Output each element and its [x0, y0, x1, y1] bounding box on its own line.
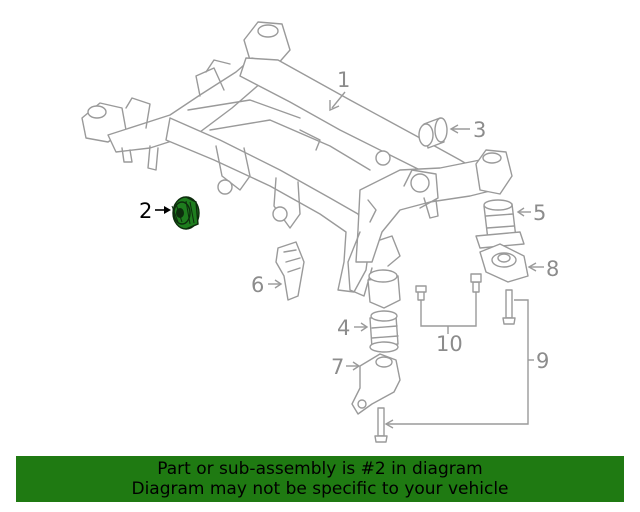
- callout-10: 10: [436, 332, 463, 356]
- info-banner: Part or sub-assembly is #2 in diagram Di…: [16, 456, 624, 502]
- callout-2: 2: [139, 199, 152, 223]
- parts-diagram: 1 2 3 4 5: [81, 21, 559, 443]
- mount-part-8: [479, 243, 529, 283]
- bolt-part-10: [415, 273, 482, 301]
- bushing-part-2[interactable]: [171, 196, 200, 230]
- callout-7: 7: [331, 355, 344, 379]
- subframe-part-1: [81, 21, 513, 297]
- callout-1: 1: [337, 68, 350, 92]
- mount-part-5: [475, 199, 525, 249]
- callout-6: 6: [251, 273, 264, 297]
- callout-8: 8: [546, 257, 559, 281]
- callout-5: 5: [533, 201, 546, 225]
- bracket-part-6: [275, 241, 305, 301]
- frame-bushing: [367, 269, 401, 309]
- bushing-part-3: [418, 117, 448, 149]
- banner-line-1: Part or sub-assembly is #2 in diagram: [157, 459, 483, 479]
- callout-3: 3: [473, 118, 486, 142]
- mount-part-4: [369, 310, 399, 353]
- bracket-part-7: [351, 353, 401, 415]
- bolt-part-9: [374, 289, 516, 443]
- callout-4: 4: [337, 316, 350, 340]
- banner-line-2: Diagram may not be specific to your vehi…: [131, 479, 509, 499]
- callout-9: 9: [536, 349, 549, 373]
